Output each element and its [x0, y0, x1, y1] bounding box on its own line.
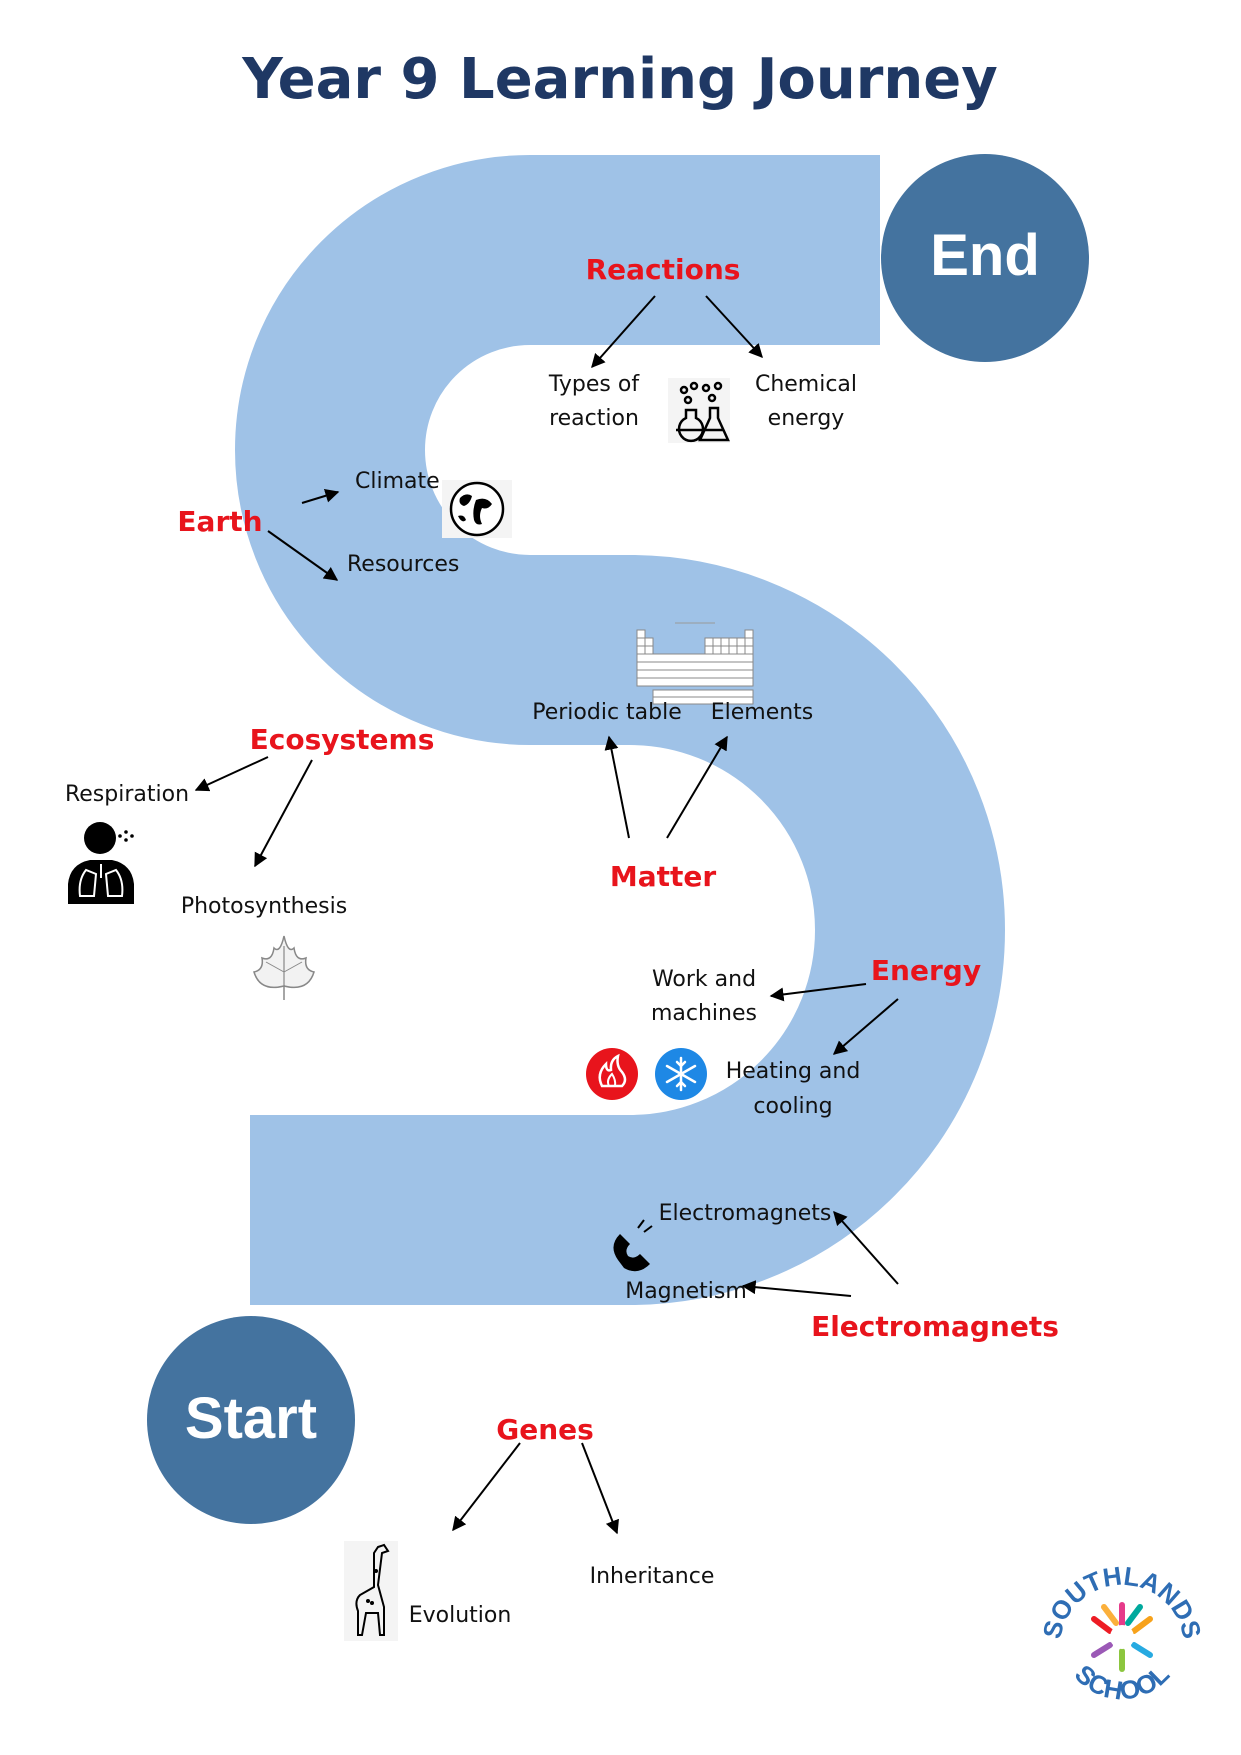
arrow-energy-heating [832, 998, 899, 1055]
arrow-energy-work [769, 983, 867, 1002]
snowflake-icon [655, 1048, 707, 1100]
flask-icon [668, 378, 730, 443]
topic-ecosystems: Ecosystems [250, 723, 435, 756]
subtopic-electromagnets: Electromagnets [659, 1201, 832, 1226]
arrow-reactions-types [591, 295, 656, 369]
end-label: End [930, 223, 1040, 288]
subtopic-climate: Climate [355, 469, 440, 494]
page-title: Year 9 Learning Journey [241, 47, 997, 112]
giraffe-icon [344, 1541, 398, 1641]
start-node [147, 1316, 355, 1524]
arrow-electro-magnetism [741, 1280, 852, 1297]
topic-electromagnets: Electromagnets [811, 1310, 1059, 1343]
periodic-table-icon [636, 622, 754, 705]
school-logo: SOUTHLANDS SCHOOL [1037, 1561, 1208, 1706]
subtopic-work-machines-1: Work and [652, 967, 756, 992]
subtopic-chemical-energy-1: Chemical [755, 372, 857, 397]
subtopic-magnetism: Magnetism [625, 1279, 747, 1304]
arrow-matter-elements [666, 735, 728, 839]
subtopic-photosynthesis: Photosynthesis [181, 894, 347, 919]
arrow-earth-climate [301, 488, 340, 504]
subtopic-resources: Resources [347, 552, 459, 577]
arrow-genes-inheritance [581, 1442, 619, 1535]
arrow-ecosystems-photosynthesis [254, 759, 313, 868]
fire-icon [586, 1048, 638, 1100]
subtopic-respiration: Respiration [65, 782, 189, 807]
subtopic-elements: Elements [711, 700, 814, 725]
start-label: Start [185, 1386, 317, 1451]
topic-earth: Earth [177, 505, 262, 538]
topic-energy: Energy [871, 954, 981, 987]
leaf-icon [253, 935, 315, 1000]
subtopic-heating-cooling-1: Heating and [726, 1059, 861, 1084]
arrow-earth-resources [267, 530, 339, 581]
arrow-electro-electromagnets [833, 1210, 899, 1285]
globe-icon [442, 480, 512, 538]
topic-matter: Matter [610, 860, 717, 893]
subtopic-types-of-reaction-2: reaction [549, 406, 639, 431]
arrow-genes-evolution [452, 1442, 521, 1532]
subtopic-inheritance: Inheritance [590, 1564, 715, 1589]
subtopic-heating-cooling-2: cooling [753, 1094, 832, 1119]
subtopic-chemical-energy-2: energy [768, 406, 845, 431]
subtopic-work-machines-2: machines [651, 1001, 757, 1026]
subtopic-periodic-table: Periodic table [532, 700, 682, 725]
arrow-matter-periodic [604, 735, 630, 839]
subtopic-types-of-reaction-1: Types of [548, 372, 640, 397]
topic-reactions: Reactions [586, 253, 741, 286]
end-node [881, 154, 1089, 362]
subtopic-evolution: Evolution [409, 1603, 512, 1628]
arrow-ecosystems-respiration [194, 756, 269, 792]
topic-genes: Genes [496, 1413, 594, 1446]
magnet-icon [613, 1219, 653, 1272]
arrow-reactions-chemical [705, 295, 763, 359]
breathing-person-icon [68, 822, 134, 904]
